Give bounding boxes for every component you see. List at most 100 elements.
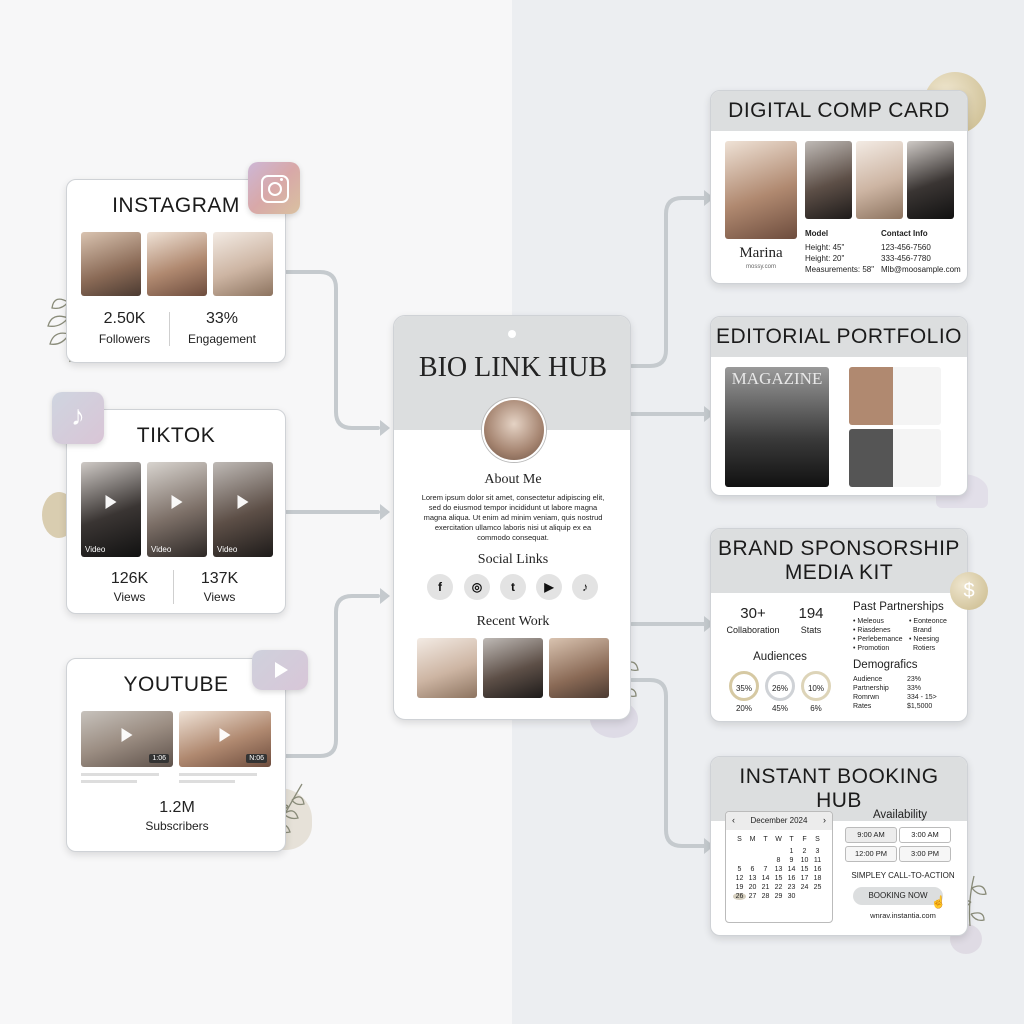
instagram-photo[interactable] [81, 232, 141, 296]
calendar-day[interactable]: 9 [789, 857, 794, 864]
youtube-video[interactable]: 1:06 [81, 711, 173, 767]
partnership-item: Rotiers [913, 645, 936, 652]
calendar-day[interactable]: 13 [774, 866, 783, 873]
calendar-day[interactable]: 7 [763, 866, 768, 873]
booking-now-button[interactable]: BOOKING NOW [853, 887, 943, 905]
twitter-icon[interactable]: t [500, 574, 526, 600]
tiktok-card[interactable]: TIKTOK Video Video Video 126K Views 137K… [66, 409, 286, 614]
partnership-item: • Perlebemance [853, 636, 903, 643]
calendar-day[interactable]: 29 [774, 893, 783, 900]
instagram-card[interactable]: INSTAGRAM 2.50K Followers 33% Engagement [66, 179, 286, 363]
tiktok-video[interactable]: Video [147, 462, 207, 557]
contact-heading: Contact Info [881, 229, 928, 238]
demo-label: Audience [853, 676, 883, 683]
youtube-card[interactable]: YOUTUBE 1:06 N:06 1.2M Subscribers [66, 658, 286, 852]
calendar-day[interactable]: 20 [748, 884, 757, 891]
calendar-day[interactable]: 25 [813, 884, 822, 891]
time-slot[interactable]: 9:00 AM [845, 827, 897, 843]
chevron-right-icon[interactable]: › [823, 815, 826, 825]
recent-work-photo[interactable] [483, 638, 543, 698]
magazine-cover[interactable]: MAGAZINE [725, 367, 829, 487]
youtube-video[interactable]: N:06 [179, 711, 271, 767]
contact-email[interactable]: Mlb@moosample.com [881, 265, 961, 274]
facebook-icon[interactable]: f [427, 574, 453, 600]
video-duration: 1:06 [149, 754, 169, 763]
calendar-day[interactable]: 10 [800, 857, 809, 864]
comp-photo[interactable] [907, 141, 954, 219]
calendar-day[interactable]: 17 [800, 875, 809, 882]
pin-dot [508, 330, 516, 338]
bio-link-hub-card[interactable]: BIO LINK HUB About Me Lorem ipsum dolor … [393, 315, 631, 720]
magazine-spread[interactable] [849, 429, 941, 487]
editorial-portfolio-card[interactable]: EDITORIAL PORTFOLIO MAGAZINE [710, 316, 968, 496]
calendar-day[interactable]: 15 [774, 875, 783, 882]
comp-photo[interactable] [805, 141, 852, 219]
calendar-day[interactable]: 14 [761, 875, 770, 882]
calendar-day[interactable]: 16 [813, 866, 822, 873]
demographics-heading: Demografics [853, 659, 918, 671]
tiktok-video[interactable]: Video [81, 462, 141, 557]
chevron-left-icon[interactable]: ‹ [732, 815, 735, 825]
text-placeholder-line [81, 773, 159, 776]
calendar-day[interactable]: 21 [761, 884, 770, 891]
tiktok-icon[interactable]: ♪ [52, 392, 104, 444]
availability-heading: Availability [872, 809, 928, 821]
recent-work-photo[interactable] [549, 638, 609, 698]
stats-label: Stats [800, 625, 822, 635]
time-slot[interactable]: 3:00 PM [899, 846, 951, 862]
time-slot[interactable]: 12:00 PM [845, 846, 897, 862]
calendar-day[interactable]: 19 [735, 884, 744, 891]
comp-photo[interactable] [856, 141, 903, 219]
subscribers-label: Subscribers [145, 819, 209, 833]
calendar-day[interactable]: 28 [761, 893, 770, 900]
dollar-icon: $ [950, 572, 988, 610]
model-website: mossy.com [746, 264, 776, 270]
calendar-day[interactable]: 12 [735, 875, 744, 882]
time-slot[interactable]: 3:00 AM [899, 827, 951, 843]
recent-work-photo[interactable] [417, 638, 477, 698]
demo-label: Romrwn [853, 694, 880, 701]
avatar[interactable] [482, 398, 546, 462]
calendar-day[interactable]: 6 [750, 866, 755, 873]
comp-photo-main[interactable] [725, 141, 797, 239]
calendar-day[interactable]: 18 [813, 875, 822, 882]
youtube-icon[interactable]: ▶ [536, 574, 562, 600]
play-icon [171, 494, 183, 509]
media-kit-card[interactable]: BRAND SPONSORSHIP MEDIA KIT 30+ Collabor… [710, 528, 968, 722]
tiktok-title: TIKTOK [136, 424, 216, 447]
calendar-day[interactable]: 3 [815, 848, 820, 855]
collab-count: 30+ [740, 605, 766, 622]
comp-card-title: DIGITAL COMP CARD [711, 91, 967, 131]
calendar-day[interactable]: 2 [802, 848, 807, 855]
instagram-icon[interactable]: ◎ [464, 574, 490, 600]
calendar-day[interactable]: 5 [737, 866, 742, 873]
calendar-day[interactable]: 23 [787, 884, 796, 891]
calendar-day[interactable]: 8 [776, 857, 781, 864]
instagram-photo[interactable] [213, 232, 273, 296]
digital-comp-card[interactable]: DIGITAL COMP CARD Marina mossy.com Model… [710, 90, 968, 284]
instagram-photo[interactable] [147, 232, 207, 296]
calendar-day[interactable]: 1 [789, 848, 794, 855]
tiktok-video[interactable]: Video [213, 462, 273, 557]
video-label: Video [151, 545, 172, 554]
calendar-day[interactable]: 13 [748, 875, 757, 882]
calendar-day[interactable]: 26 [733, 893, 746, 900]
calendar-day[interactable]: 14 [787, 866, 796, 873]
calendar-day[interactable]: 16 [787, 875, 796, 882]
partnership-item: • Eonteonce [909, 618, 947, 625]
tiktok-icon[interactable]: ♪ [572, 574, 598, 600]
booking-url[interactable]: wnrav.instantia.com [870, 911, 936, 920]
calendar-day[interactable]: 30 [787, 893, 796, 900]
youtube-icon[interactable] [252, 650, 308, 690]
instagram-icon[interactable] [248, 162, 300, 214]
followers-count: 2.50K [103, 310, 146, 327]
calendar-day[interactable]: 27 [748, 893, 757, 900]
calendar-day[interactable]: 11 [813, 857, 822, 864]
calendar-day[interactable]: 22 [774, 884, 783, 891]
magazine-spread[interactable] [849, 367, 941, 425]
calendar-day[interactable]: 24 [800, 884, 809, 891]
calendar-day[interactable]: 15 [800, 866, 809, 873]
